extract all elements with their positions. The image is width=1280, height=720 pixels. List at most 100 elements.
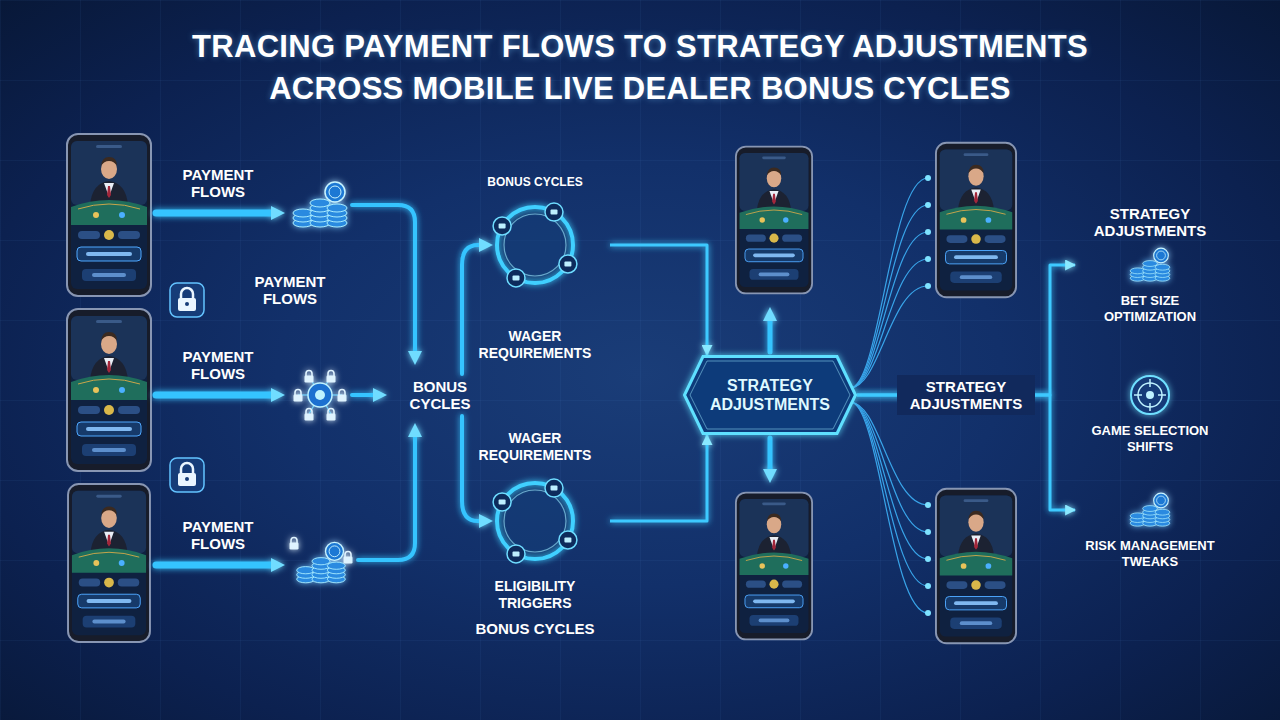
diagram-title: TRACING PAYMENT FLOWS TO STRATEGY ADJUST… <box>160 26 1120 110</box>
phone-mockup <box>67 134 151 296</box>
flow-label: PAYMENT FLOWS <box>168 518 268 552</box>
flow-arrow <box>156 562 272 569</box>
ring-caption: ELIGIBILITY TRIGGERS <box>465 578 605 612</box>
item-text: GAME SELECTION SHIFTS <box>1080 423 1220 455</box>
ring-outline <box>497 207 573 283</box>
fan-lines <box>850 402 928 586</box>
phone-mockup <box>736 493 812 640</box>
flow-label: PAYMENT FLOWS <box>168 166 268 200</box>
fan-lines <box>850 286 928 388</box>
phone-mockup <box>936 143 1016 297</box>
flow-arrow <box>156 210 272 217</box>
flow-arrow <box>156 205 770 565</box>
flow-connector <box>610 435 707 521</box>
flow-label: BONUS CYCLES <box>398 378 482 412</box>
ring-outline <box>545 479 563 497</box>
fan-dots <box>925 175 931 181</box>
fan-dots <box>925 529 931 535</box>
ring-outline <box>573 244 610 247</box>
fan-lines <box>850 402 928 559</box>
fan-dots <box>925 229 931 235</box>
ring-outline <box>513 275 520 280</box>
ring-outline <box>507 545 525 563</box>
strategy-item: BET SIZE OPTIMIZATION <box>1075 243 1225 325</box>
item-icon <box>1128 488 1172 532</box>
connector-group <box>610 245 1075 521</box>
ring-outline <box>497 483 573 559</box>
ring-outline <box>513 551 520 556</box>
ring-outline <box>559 255 577 273</box>
fan-lines <box>850 205 928 388</box>
label-holder: STRATEGY ADJUSTMENTS <box>1070 205 1230 239</box>
bonus-cycle-ring: BONUS CYCLES WAGER REQUIREMENTS <box>460 175 610 362</box>
ring-outline <box>507 269 525 287</box>
fan-dots <box>925 556 931 562</box>
item-icon <box>1128 243 1172 287</box>
hexagon-text: STRATEGY ADJUSTMENTS <box>708 376 832 414</box>
title-bar: TRACING PAYMENT FLOWS TO STRATEGY ADJUST… <box>0 26 1280 110</box>
ring-caption: WAGER REQUIREMENTS <box>465 328 605 362</box>
phone-mockup <box>67 134 1016 643</box>
flow-arrow <box>462 416 480 521</box>
fan-dots <box>925 610 931 616</box>
strategy-item: GAME SELECTION SHIFTS <box>1075 373 1225 455</box>
flow-arrow <box>768 320 773 352</box>
lock-icon <box>170 458 204 492</box>
flow-arrow <box>462 245 480 374</box>
phone-mockup <box>67 309 151 471</box>
strategy-item: RISK MANAGEMENT TWEAKS <box>1075 488 1225 570</box>
phone-mockup <box>736 147 812 294</box>
flow-label: STRATEGY ADJUSTMENTS <box>1070 205 1230 239</box>
ring-outline <box>551 210 558 215</box>
fan-lines <box>850 402 928 532</box>
ring-heading: WAGER REQUIREMENTS <box>465 430 605 464</box>
lock-icon <box>170 283 204 492</box>
item-icon <box>1130 248 1170 281</box>
fan-lines <box>850 259 928 388</box>
hexagon-outline <box>683 355 857 435</box>
fan-dots <box>925 256 931 262</box>
hexagon-outline <box>690 361 850 429</box>
ring-caption: BONUS CYCLES <box>465 620 605 638</box>
flow-arrow <box>352 205 415 352</box>
fan-dots <box>925 583 931 589</box>
ring-outline <box>545 203 563 221</box>
fan-dots <box>925 502 931 508</box>
item-icon <box>1128 373 1172 417</box>
edge-label-holder: STRATEGY ADJUSTMENTS <box>897 375 1035 415</box>
payment-icon <box>294 371 347 421</box>
fan-dots <box>925 202 931 208</box>
fan-lines <box>850 178 928 388</box>
phone-mockup <box>68 484 150 642</box>
flow-label: PAYMENT FLOWS <box>168 348 268 382</box>
flow-arrow <box>156 392 272 399</box>
item-text: RISK MANAGEMENT TWEAKS <box>1080 538 1220 570</box>
flow-arrow <box>768 438 773 470</box>
phone-mockup <box>936 489 1016 643</box>
label-holder: BONUS CYCLES <box>398 378 482 412</box>
lock-icon <box>170 283 204 317</box>
ring-outline <box>460 200 610 290</box>
ring-outline <box>460 476 610 566</box>
ring-outline <box>493 493 511 511</box>
flow-arrow <box>358 436 415 560</box>
label-holder: PAYMENT FLOWS <box>168 166 268 200</box>
ring-outline <box>499 224 506 229</box>
ring-outline <box>564 262 571 267</box>
ring-outline <box>493 217 511 235</box>
ring-outline <box>504 490 566 552</box>
hexagon-outline <box>685 357 856 434</box>
ring-heading: BONUS CYCLES <box>465 175 605 190</box>
strategy-hexagon: STRATEGY ADJUSTMENTS <box>683 355 857 435</box>
item-icon <box>1130 493 1170 526</box>
ring-outline <box>499 500 506 505</box>
ring-outline <box>551 486 558 491</box>
item-icon <box>1131 376 1169 414</box>
label-holder: PAYMENT FLOWS <box>240 273 340 307</box>
ring-outline <box>504 214 566 276</box>
fan-lines <box>850 402 928 613</box>
ring-outline <box>573 520 610 523</box>
ring-outline <box>564 538 571 543</box>
